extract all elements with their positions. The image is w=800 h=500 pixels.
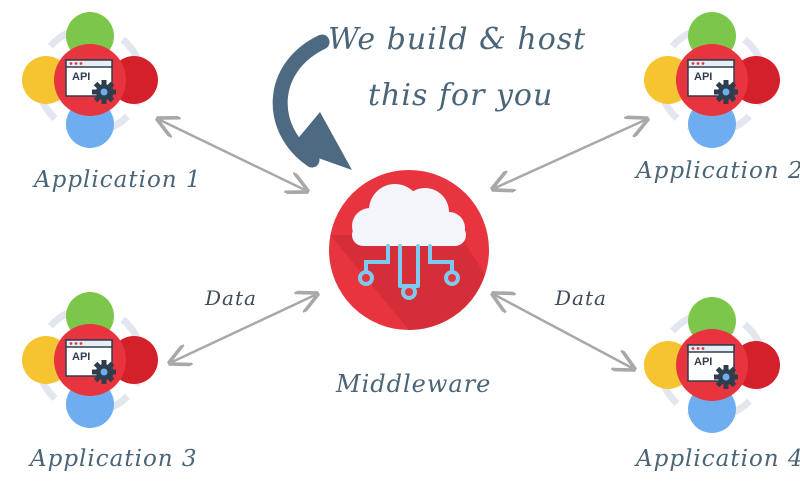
api-gear-icon (92, 360, 116, 384)
api-badge: API (694, 356, 712, 368)
api-badge: API (72, 351, 90, 363)
app-label-3: Application 3 (30, 446, 198, 472)
api-badge: API (694, 71, 712, 83)
connector-app2 (495, 120, 645, 188)
api-badge: API (72, 71, 90, 83)
data-label-left: Data (205, 286, 257, 310)
app-label-1: Application 1 (34, 167, 202, 193)
connector-app1 (160, 120, 305, 190)
curved-arrow (272, 34, 352, 170)
api-gear-icon (92, 80, 116, 104)
application-icon-3: API (22, 292, 158, 428)
application-icon-1: API (22, 12, 158, 148)
connector-app4 (495, 295, 632, 368)
api-gear-icon (714, 80, 738, 104)
app-label-4: Application 4 (636, 446, 800, 472)
application-icon-4: API (644, 297, 780, 433)
middleware-label: Middleware (336, 370, 492, 398)
application-icon-2: API (644, 12, 780, 148)
connector-app3 (172, 295, 315, 362)
headline-line1: We build & host (328, 22, 587, 57)
app-label-2: Application 2 (636, 158, 800, 184)
api-gear-icon (714, 365, 738, 389)
data-label-right: Data (555, 286, 607, 310)
cloud-network-icon (329, 170, 489, 330)
headline-line2: this for you (368, 78, 554, 113)
